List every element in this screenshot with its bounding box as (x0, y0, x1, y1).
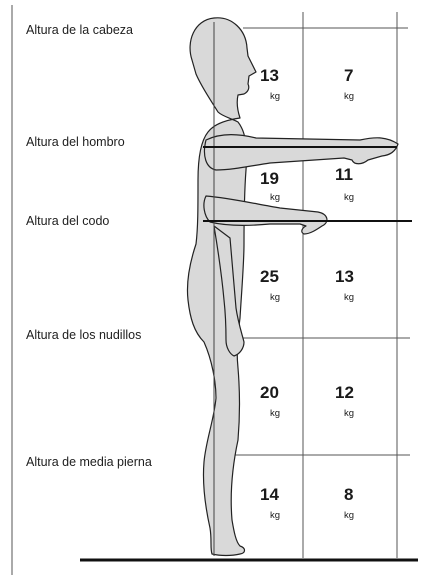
weight-near-unit: kg (270, 192, 280, 203)
label-elbow-height: Altura del codo (26, 214, 109, 228)
weight-zone-shoulder-elbow: 19 kg 11 kg (260, 165, 354, 203)
weight-far-unit: kg (344, 91, 354, 102)
weight-far-unit: kg (344, 408, 354, 419)
weight-far-value: 8 (344, 485, 353, 504)
weight-near-value: 20 (260, 383, 279, 402)
weight-zone-knuckle-midleg: 20 kg 12 kg (260, 383, 354, 419)
weight-near-unit: kg (270, 408, 280, 419)
weight-far-value: 13 (335, 267, 354, 286)
weight-zone-elbow-knuckle: 25 kg 13 kg (260, 267, 354, 303)
label-shoulder-height: Altura del hombro (26, 135, 125, 149)
weight-near-value: 25 (260, 267, 279, 286)
weight-zone-head-shoulder: 13 kg 7 kg (260, 66, 354, 102)
weight-zone-midleg-floor: 14 kg 8 kg (260, 485, 354, 521)
weight-near-unit: kg (270, 91, 280, 102)
label-knuckle-height: Altura de los nudillos (26, 328, 141, 342)
weight-far-unit: kg (344, 510, 354, 521)
weight-near-unit: kg (270, 510, 280, 521)
human-figure (186, 17, 399, 557)
label-head-height: Altura de la cabeza (26, 23, 133, 37)
weight-near-value: 19 (260, 169, 279, 188)
label-midleg-height: Altura de media pierna (26, 455, 152, 469)
weight-near-unit: kg (270, 292, 280, 303)
weight-near-value: 14 (260, 485, 279, 504)
height-labels: Altura de la cabeza Altura del hombro Al… (26, 23, 152, 469)
weight-far-value: 12 (335, 383, 354, 402)
weight-far-value: 7 (344, 66, 353, 85)
weight-far-unit: kg (344, 292, 354, 303)
weight-near-value: 13 (260, 66, 279, 85)
weight-far-value: 11 (335, 165, 353, 184)
weight-far-unit: kg (344, 192, 354, 203)
